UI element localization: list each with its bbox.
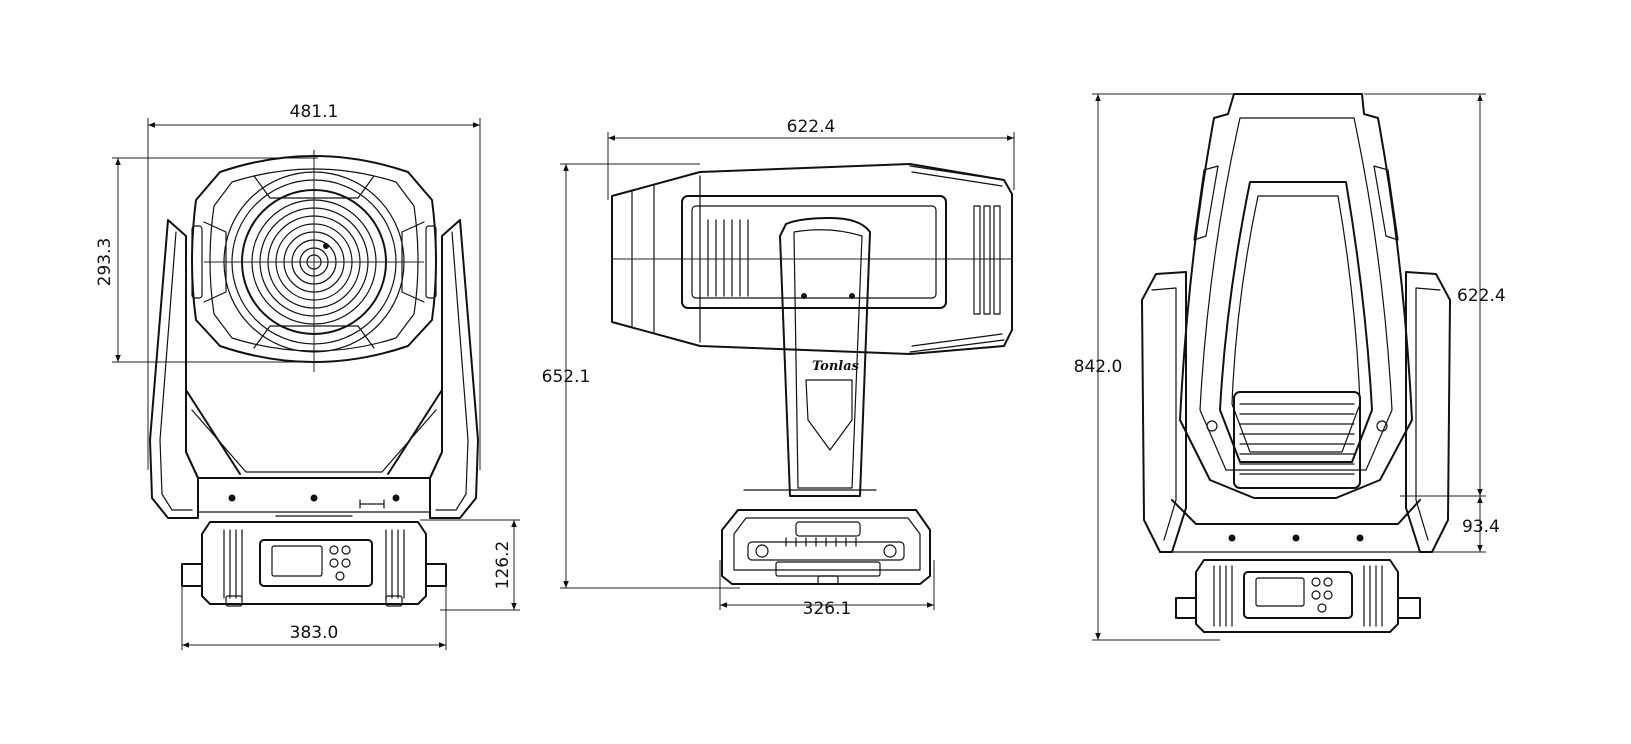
front-view: 481.1 293.3 126.2 383.0 <box>95 102 520 650</box>
rear-total-height-label: 842.0 <box>1074 357 1123 377</box>
rear-yoke-offset-label: 93.4 <box>1462 517 1500 537</box>
side-view: 622.4 652.1 326.1 <box>542 117 1015 619</box>
front-width-label: 481.1 <box>290 102 339 122</box>
front-base-width-label: 383.0 <box>290 623 339 643</box>
front-head-height-label: 293.3 <box>95 238 115 287</box>
side-height-label: 652.1 <box>542 367 591 387</box>
rear-head-height-label: 622.4 <box>1457 286 1506 306</box>
side-base-depth-label: 326.1 <box>803 599 852 619</box>
rear-view: 842.0 622.4 93.4 <box>1074 93 1506 641</box>
side-logo: Tonlas <box>812 359 860 374</box>
side-length-label: 622.4 <box>787 117 836 137</box>
front-base-height-label: 126.2 <box>493 541 513 590</box>
